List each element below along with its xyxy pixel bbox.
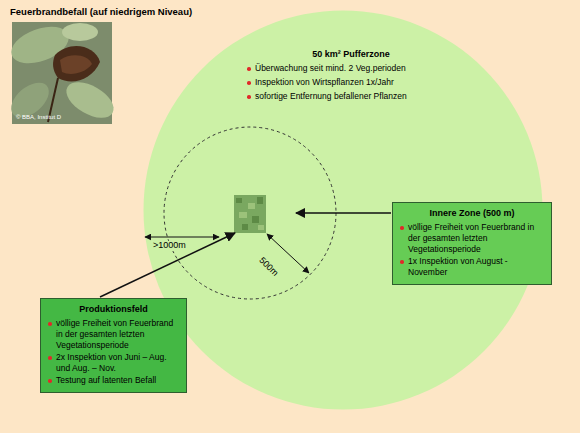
bullet-item: 2x Inspektion von Juni – Aug. und Aug. –… (47, 352, 180, 374)
zone-heading: Innere Zone (500 m) (399, 207, 545, 219)
node-content: Innere Zone (500 m) völlige Freiheit von … (393, 203, 551, 284)
dimension-arrow (145, 237, 219, 238)
pointer-arrow (296, 212, 391, 214)
leaf-photo (5, 20, 120, 125)
watermark: © BBA, Institut D (15, 114, 62, 121)
zone-heading: 50 km² Pufferzone (246, 48, 456, 60)
field-photo (234, 195, 266, 233)
zone-callout-box: Innere Zone (500 m) völlige Freiheit von … (392, 202, 552, 285)
dimension-label: >1000m (152, 241, 187, 251)
bullet-item: 1x Inspektion von August - November (399, 256, 545, 278)
field-callout-box: Produktionsfeld völlige Freiheit von Feue… (40, 298, 187, 393)
node-content: Produktionsfeld völlige Freiheit von Feue… (41, 299, 186, 392)
bullet-item: völlige Freiheit von Feuerbrand in der g… (399, 222, 545, 255)
bullet-item: Überwachung seit mind. 2 Veg.perioden (246, 63, 456, 74)
bullet-item: völlige Freiheit von Feuerbrand in der g… (47, 318, 180, 351)
slide-title: Feuerbrandbefall (auf niedrigem Niveau) (10, 6, 192, 17)
node-content: 50 km² PufferzoneÜberwachung seit mind. … (246, 48, 456, 105)
zone-heading: Produktionsfeld (47, 303, 180, 315)
bullet-item: Inspektion von Wirtspflanzen 1x/Jahr (246, 77, 456, 88)
bullet-item: sofortige Entfernung befallener Pflanzen (246, 91, 456, 102)
bullet-item: Testung auf latenten Befall (47, 375, 180, 386)
